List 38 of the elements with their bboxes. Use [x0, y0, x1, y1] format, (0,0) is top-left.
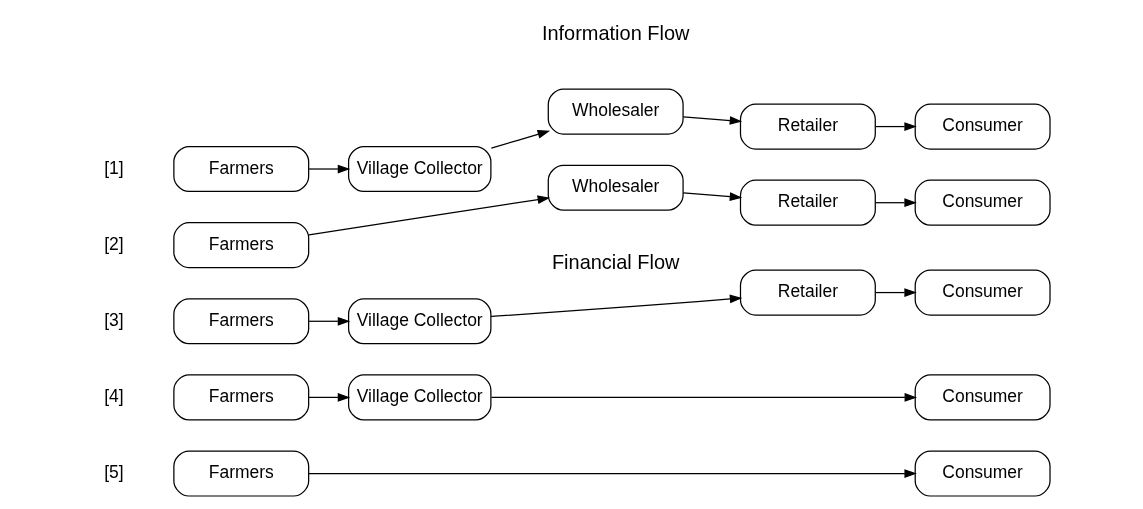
arrow	[682, 192, 742, 201]
arrow	[307, 164, 350, 174]
node-box: Wholesaler	[547, 88, 684, 135]
node-box: Village Collector	[347, 298, 491, 345]
node-box: Consumer	[914, 269, 1051, 316]
node-box: Farmers	[172, 298, 309, 345]
label: [4]	[103, 386, 124, 407]
node-box: Retailer	[739, 103, 876, 150]
arrow	[490, 130, 550, 149]
arrow	[307, 316, 350, 326]
node-box: Consumer	[914, 179, 1051, 226]
arrow	[490, 393, 917, 402]
label: [2]	[103, 233, 124, 254]
arrow	[682, 116, 742, 125]
label: [3]	[103, 309, 124, 330]
node-box: Farmers	[172, 145, 309, 193]
node-box: Wholesaler	[547, 164, 684, 211]
label: Information Flow	[541, 22, 689, 45]
label: [1]	[103, 157, 124, 178]
arrow	[874, 198, 917, 208]
node-box: Retailer	[739, 179, 876, 226]
node-box: Consumer	[914, 374, 1051, 421]
arrow	[874, 288, 917, 297]
node-box: Consumer	[914, 450, 1051, 497]
arrow	[874, 122, 917, 131]
arrow	[307, 195, 550, 236]
node-box: Consumer	[914, 103, 1051, 150]
node-box: Farmers	[172, 222, 309, 269]
arrow	[307, 469, 917, 478]
arrow	[489, 294, 742, 318]
node-box: Retailer	[739, 269, 876, 316]
label: Financial Flow	[551, 250, 679, 273]
node-box: Farmers	[172, 374, 309, 421]
node-box: Village Collector	[347, 145, 491, 193]
label: [5]	[103, 462, 124, 483]
node-box: Farmers	[172, 450, 309, 497]
node-box: Village Collector	[347, 374, 491, 421]
arrow	[307, 393, 350, 402]
